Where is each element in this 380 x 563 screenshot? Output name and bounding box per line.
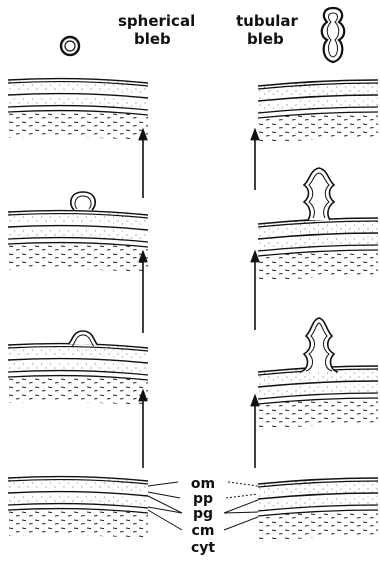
spherical-stage-bulging xyxy=(8,331,148,405)
spherical-title-line2: bleb xyxy=(134,30,171,48)
tubular-bleb-icon xyxy=(322,8,345,62)
spherical-stage-intact xyxy=(8,477,148,538)
tubular-title-line1: tubular xyxy=(236,12,299,30)
spherical-stage-pinching xyxy=(8,192,148,272)
layer-label-cyt: cyt xyxy=(191,540,215,556)
spherical-title-line1: spherical xyxy=(118,12,195,30)
tubular-stage-released xyxy=(258,80,378,144)
spherical-stage-released xyxy=(8,79,148,140)
layer-label-pg: pg xyxy=(193,506,213,522)
tubular-stage-intact xyxy=(258,478,378,542)
spherical-bleb-icon xyxy=(61,37,79,55)
layer-label-om: om xyxy=(191,476,215,492)
tubular-stage-pinching xyxy=(258,168,378,282)
layer-label-pp: pp xyxy=(193,491,213,507)
tubular-title-line2: bleb xyxy=(247,30,284,48)
layer-label-cm: cm xyxy=(192,523,215,539)
tubular-stage-extending xyxy=(258,318,378,430)
